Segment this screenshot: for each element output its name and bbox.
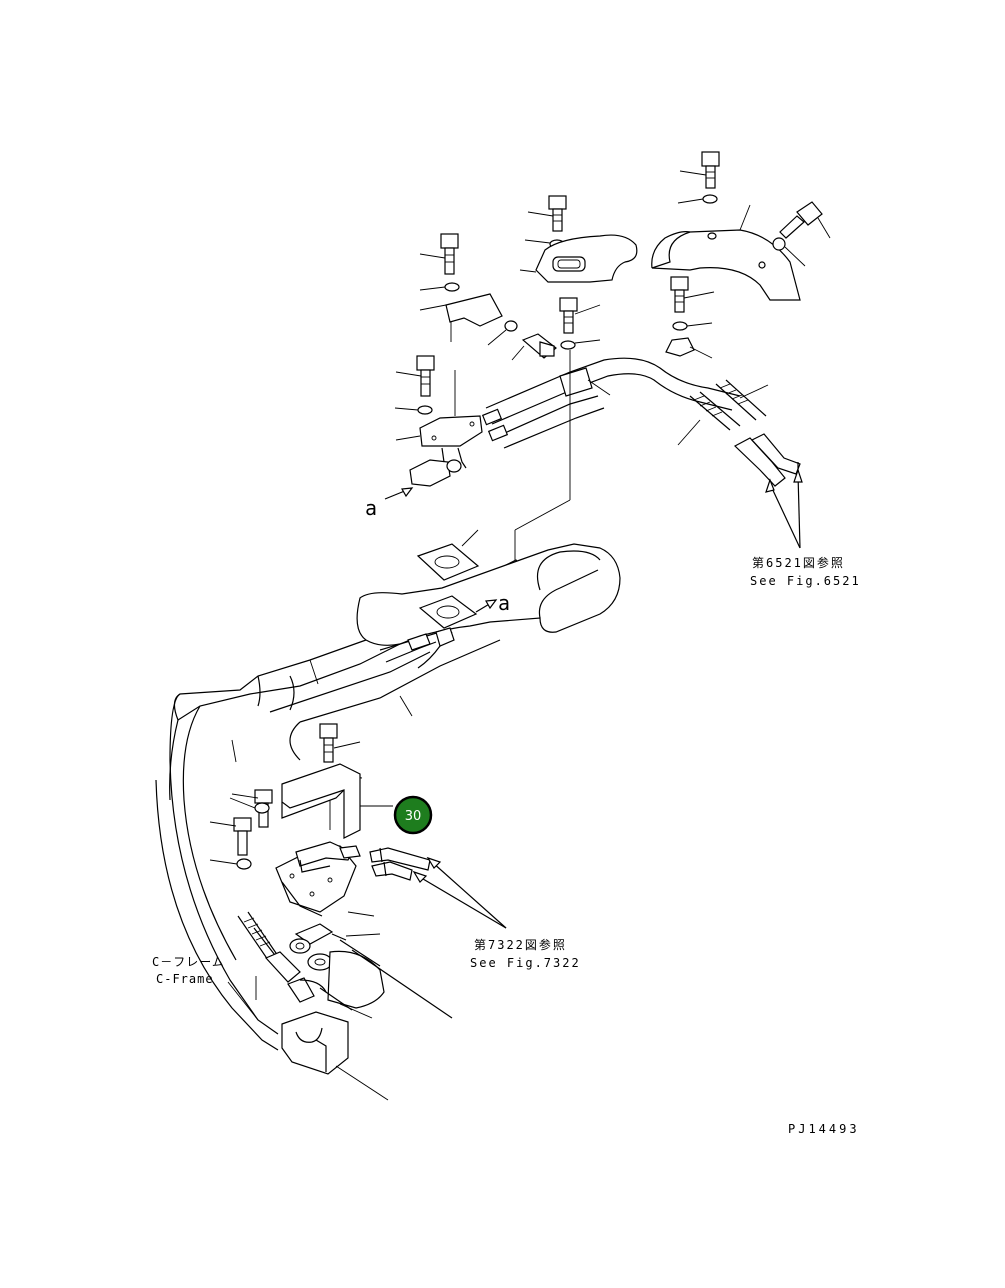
frame-label-en: C-Frame	[156, 972, 214, 986]
hose-assembly-top: 第6521図参照 See Fig.6521	[481, 350, 861, 588]
drawing-number: PJ14493	[788, 1122, 860, 1136]
bolt-icon	[440, 233, 459, 275]
boom-frame: a	[155, 529, 621, 1051]
frame-label-jp: C－フレーム	[152, 955, 225, 969]
bolt-icon	[416, 355, 435, 397]
hatched-hose-section	[693, 383, 749, 417]
figure-reference-en: See Fig.6521	[750, 574, 861, 588]
upper-bracket-assembly: a	[365, 233, 557, 520]
view-marker-label: a	[498, 591, 510, 615]
bolt-icon	[701, 151, 720, 189]
top-cover-assembly	[519, 151, 831, 359]
part-callout-30[interactable]: 30	[393, 795, 433, 835]
bolt-icon	[233, 817, 252, 856]
figure-reference-en: See Fig.7322	[470, 956, 581, 970]
view-marker-label: a	[365, 496, 377, 520]
hatched-hose-section	[243, 917, 271, 947]
callout-number: 30	[405, 809, 422, 824]
bolt-icon	[559, 297, 578, 334]
bolt-icon	[521, 333, 557, 359]
bolt-icon	[548, 195, 567, 232]
bolt-icon	[670, 276, 689, 313]
figure-reference-jp: 第7322図参照	[474, 937, 567, 952]
bolt-icon	[779, 201, 823, 239]
callout-bubble[interactable]	[393, 795, 433, 835]
figure-reference-jp: 第6521図参照	[752, 555, 845, 570]
lower-bracket-assembly: 第7322図参照 See Fig.7322 C	[152, 723, 581, 1101]
bolt-icon	[319, 723, 338, 763]
